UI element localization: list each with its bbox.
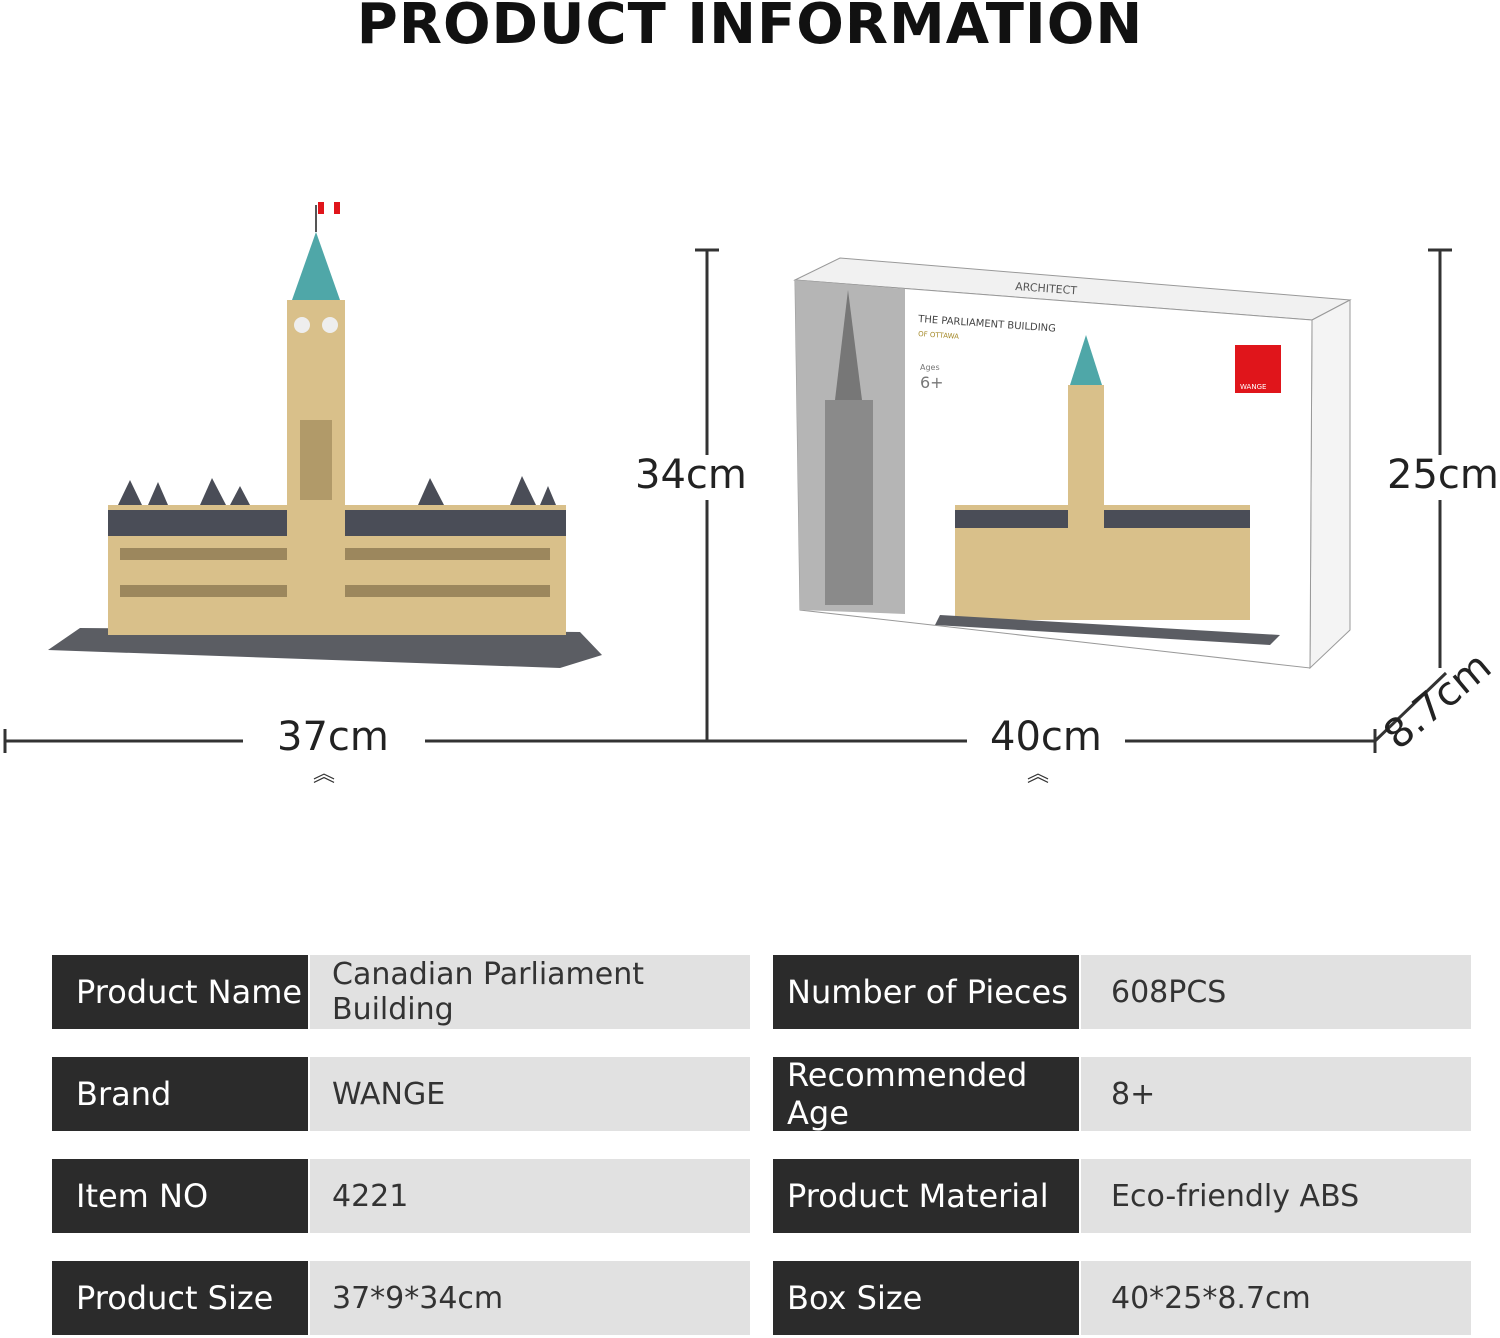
spec-value: Canadian Parliament Building [310, 955, 750, 1029]
box-width-label: 40cm [990, 714, 1102, 760]
spec-value: 40*25*8.7cm [1081, 1261, 1471, 1335]
spec-label: Number of Pieces [773, 955, 1079, 1029]
spec-value: 4221 [310, 1159, 750, 1233]
parliament-model [48, 202, 602, 668]
product-illustration: ARCHITECT THE PARLIAMENT BUILDING OF OTT… [3, 202, 1452, 753]
spec-label: Box Size [773, 1261, 1079, 1335]
spec-label: Product Size [52, 1261, 308, 1335]
spec-value: 37*9*34cm [310, 1261, 750, 1335]
box-ages: 6+ [920, 373, 944, 392]
box-height-label: 25cm [1387, 452, 1499, 498]
page-title: PRODUCT INFORMATION [356, 0, 1144, 57]
chevron-up-icon: ︽ [313, 762, 336, 787]
spec-label: Recommended Age [773, 1056, 1079, 1132]
brand-logo: WANGE [1240, 383, 1266, 391]
box-subtitle: OF OTTAWA [918, 330, 960, 341]
model-height-label: 34cm [635, 452, 747, 498]
product-box [793, 257, 1352, 670]
spec-label: Brand [52, 1057, 308, 1131]
spec-label: Product Material [773, 1159, 1079, 1233]
spec-label: Item NO [52, 1159, 308, 1233]
chevron-up-icon: ︽ [1027, 762, 1050, 787]
box-series: ARCHITECT [1015, 280, 1078, 297]
spec-label: Product Name [52, 955, 308, 1029]
box-ages-label: Ages [920, 363, 940, 372]
spec-value: 8+ [1081, 1057, 1471, 1131]
model-width-label: 37cm [277, 714, 389, 760]
spec-value: Eco-friendly ABS [1081, 1159, 1471, 1233]
spec-value: 608PCS [1081, 955, 1471, 1029]
spec-value: WANGE [310, 1057, 750, 1131]
dimension-lines [3, 248, 1452, 753]
